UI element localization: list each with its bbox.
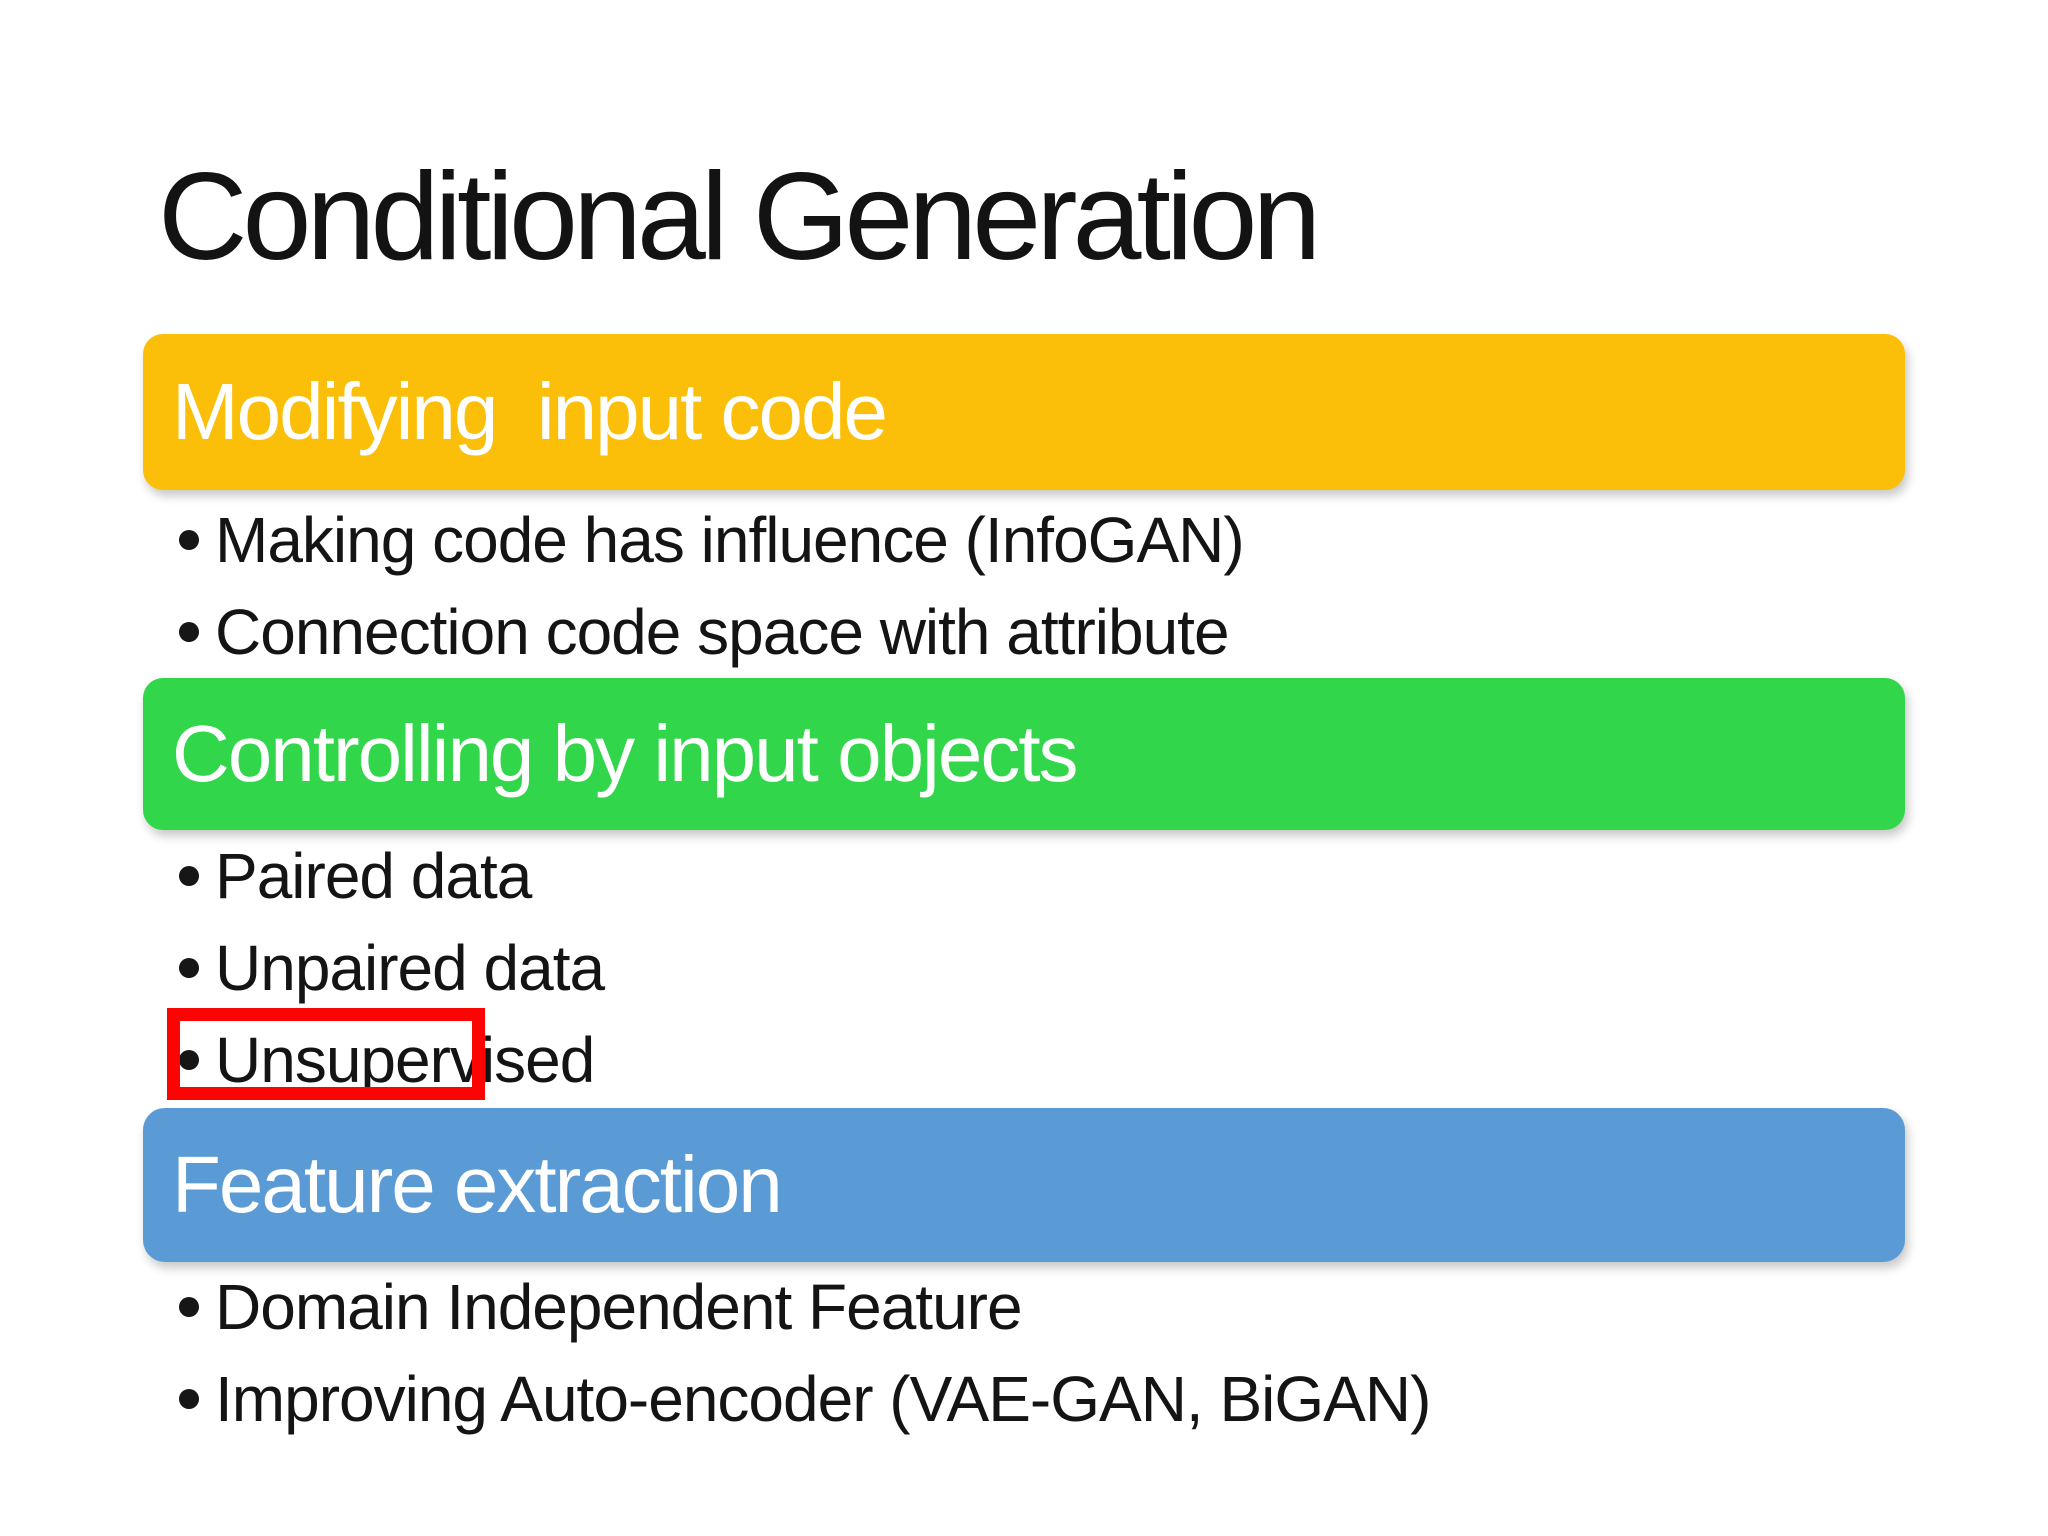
list-item: Unpaired data [143, 922, 605, 1014]
list-item: Unsupervised [143, 1008, 604, 1106]
section-header-label: Feature extraction [172, 1140, 783, 1229]
bullet-list-feature-extraction: Domain Independent Feature Improving Aut… [143, 1261, 1431, 1445]
list-item: Domain Independent Feature [143, 1261, 1430, 1353]
bullet-list-modifying-input-code: Making code has influence (InfoGAN) Conn… [143, 494, 1245, 678]
list-item: Paired data [143, 830, 604, 922]
bullet-label: Connection code space with attribute [215, 596, 1230, 668]
list-item: Making code has influence (InfoGAN) [143, 494, 1245, 586]
bullet-label: Improving Auto-encoder (VAE-GAN, BiGAN) [215, 1363, 1431, 1435]
list-item: Improving Auto-encoder (VAE-GAN, BiGAN) [143, 1353, 1431, 1445]
bullet-icon [179, 866, 199, 886]
bullet-label: Making code has influence (InfoGAN) [215, 504, 1245, 576]
bullet-list-controlling-by-input-objects: Paired data Unpaired data Unsupervised [143, 830, 605, 1106]
section-header-bar-feature-extraction: Feature extraction [143, 1108, 1905, 1262]
bullet-label: Domain Independent Feature [215, 1271, 1023, 1343]
section-header-bar-controlling-by-input-objects: Controlling by input objects [143, 678, 1905, 830]
bullet-icon [179, 530, 199, 550]
bullet-label: Unpaired data [215, 932, 605, 1004]
bullet-label: Unsupervised [215, 1024, 595, 1096]
bullet-icon [179, 1050, 199, 1070]
section-header-label: Modifying input code [172, 367, 888, 456]
section-header-bar-modifying-input-code: Modifying input code [143, 334, 1905, 490]
bullet-label: Paired data [215, 840, 532, 912]
bullet-icon [179, 958, 199, 978]
bullet-icon [179, 1297, 199, 1317]
page-title: Conditional Generation [158, 148, 1321, 286]
section-header-label: Controlling by input objects [172, 709, 1079, 798]
bullet-icon [179, 1389, 199, 1409]
bullet-icon [179, 622, 199, 642]
list-item: Connection code space with attribute [143, 586, 1244, 678]
